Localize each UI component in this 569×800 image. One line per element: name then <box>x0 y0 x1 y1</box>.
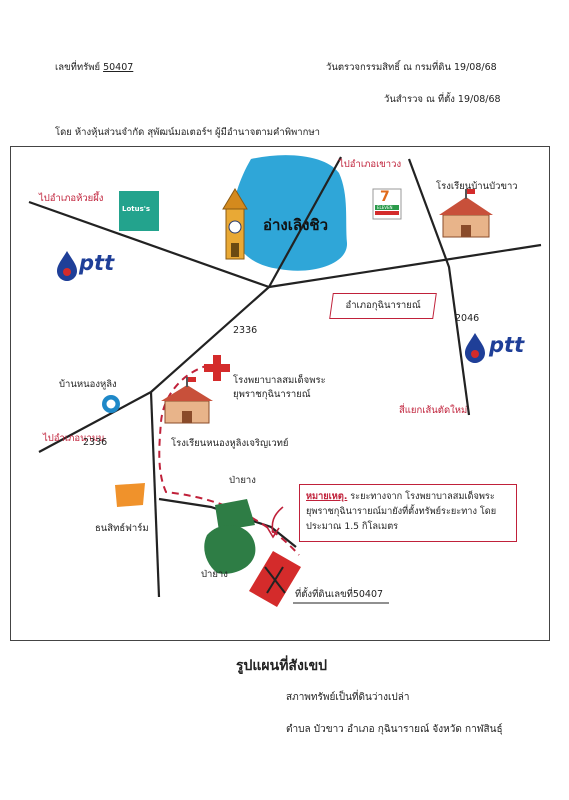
label-road-2336-top: 2336 <box>233 325 258 336</box>
ptt-drop-icon-1 <box>57 251 77 281</box>
lotus-logo-text: Lotus's <box>122 205 151 213</box>
road-main-east <box>268 243 542 289</box>
label-site: ที่ตั้งที่ดินเลขที่50407 <box>295 587 383 602</box>
survey-date: วันสำรวจ ณ ที่ตั้ง 19/08/68 <box>384 94 501 105</box>
school-nong-hu-ling-icon <box>161 377 213 424</box>
note-line-2: ยุพราชกุฉินารายณ์มายังที่ตั้งทรัพย์ระยะท… <box>306 506 497 517</box>
note-line-3: ประมาณ 1.5 กิโลเมตร <box>306 521 399 532</box>
seven-eleven-text: ELEVEN <box>377 205 393 210</box>
district-office-box: อำเภอกุฉินารายณ์ <box>329 293 437 319</box>
note-title: หมายเหตุ. <box>306 491 348 502</box>
note-box: หมายเหตุ. ระยะทางจาก โรงพยาบาลสมเด็จพระ … <box>299 484 517 542</box>
asset-number-value: 50407 <box>103 62 134 73</box>
site-plot <box>249 551 301 607</box>
label-road-2336-left: 2336 <box>83 437 108 448</box>
road-north-khao-wong <box>268 156 342 288</box>
label-site-number: เลขที่50407 <box>331 589 384 600</box>
note-arrow <box>271 506 284 534</box>
label-intersection: สี่แยกเส้นตัดใหม่ <box>399 405 468 416</box>
owner-line: โดย ห้างหุ้นส่วนจำกัด สุพัฒน์มอเตอร์ฯ ผู… <box>55 127 320 138</box>
label-hospital-2: ยุพราชกุฉินารายณ์ <box>233 389 311 400</box>
label-forest-1: ป่ายาง <box>229 475 256 486</box>
label-district-office: อำเภอกุฉินารายณ์ <box>345 300 421 311</box>
forest-2 <box>204 525 256 574</box>
seven-eleven-icon <box>372 188 402 220</box>
label-to-na-mon: ไปอำเภอนามน <box>43 433 105 444</box>
label-road-2046: 2046 <box>455 313 480 324</box>
road-2046 <box>407 158 471 416</box>
label-village-nong-hu-ling: บ้านหนองหูลิง <box>59 379 117 390</box>
label-site-prefix: ที่ตั้งที่ดิน <box>295 589 331 600</box>
property-condition: สภาพทรัพย์เป็นที่ดินว่างเปล่า <box>286 692 410 703</box>
ptt-logo-2: ptt <box>489 333 525 357</box>
map-canvas <box>28 155 542 607</box>
property-location: ตำบล บัวขาว อำเภอ กุฉินารายณ์ จังหวัด กา… <box>286 724 503 735</box>
lotus-logo-icon <box>119 191 159 231</box>
ptt-logo-1: ptt <box>79 251 115 275</box>
reservoir-shape <box>232 155 348 271</box>
ptt-drop-icon-2 <box>465 333 485 363</box>
asset-number-label: เลขที่ทรัพย์ <box>55 62 101 73</box>
road-2336-diagonal <box>150 286 270 393</box>
label-school-nong-hu-ling: โรงเรียนหนองหูลิงเจริญเวทย์ <box>171 438 289 449</box>
road-upper-left <box>28 200 270 289</box>
road-to-na-mon <box>38 391 152 453</box>
hospital-cross-icon <box>204 355 230 381</box>
forest-1 <box>215 499 255 531</box>
sketch-map: ไปอำเภอห้วยผึ้ง ไปอำเภอเขาวง ไปอำเภอนามน… <box>10 146 550 641</box>
road-south <box>149 391 161 598</box>
label-hospital: โรงพยาบาลสมเด็จพระ <box>233 375 326 386</box>
label-to-khao-wong: ไปอำเภอเขาวง <box>339 159 402 170</box>
label-forest-2: ป่ายาง <box>201 569 228 580</box>
map-title: รูปแผนที่สังเขป <box>236 658 328 674</box>
school-bua-khao-icon <box>439 189 493 238</box>
clock-tower-icon <box>222 188 248 260</box>
label-to-huai-phueng: ไปอำเภอห้วยผึ้ง <box>39 193 104 204</box>
asset-number: เลขที่ทรัพย์ 50407 <box>55 60 133 75</box>
seven-eleven-number: 7 <box>380 189 390 205</box>
inspection-date: วันตรวจกรรมสิทธิ์ ณ กรมที่ดิน 19/08/68 <box>326 62 497 73</box>
note-line-1: ระยะทางจาก โรงพยาบาลสมเด็จพระ <box>347 491 495 502</box>
label-reservoir: อ่างเลิงชิว <box>263 216 329 234</box>
farm-icon <box>115 483 145 507</box>
village-marker-icon <box>102 395 120 413</box>
label-school-bua-khao: โรงเรียนบ้านบัวขาว <box>436 181 518 192</box>
label-farm: ธนสิทธ์ฟาร์ม <box>95 523 149 534</box>
